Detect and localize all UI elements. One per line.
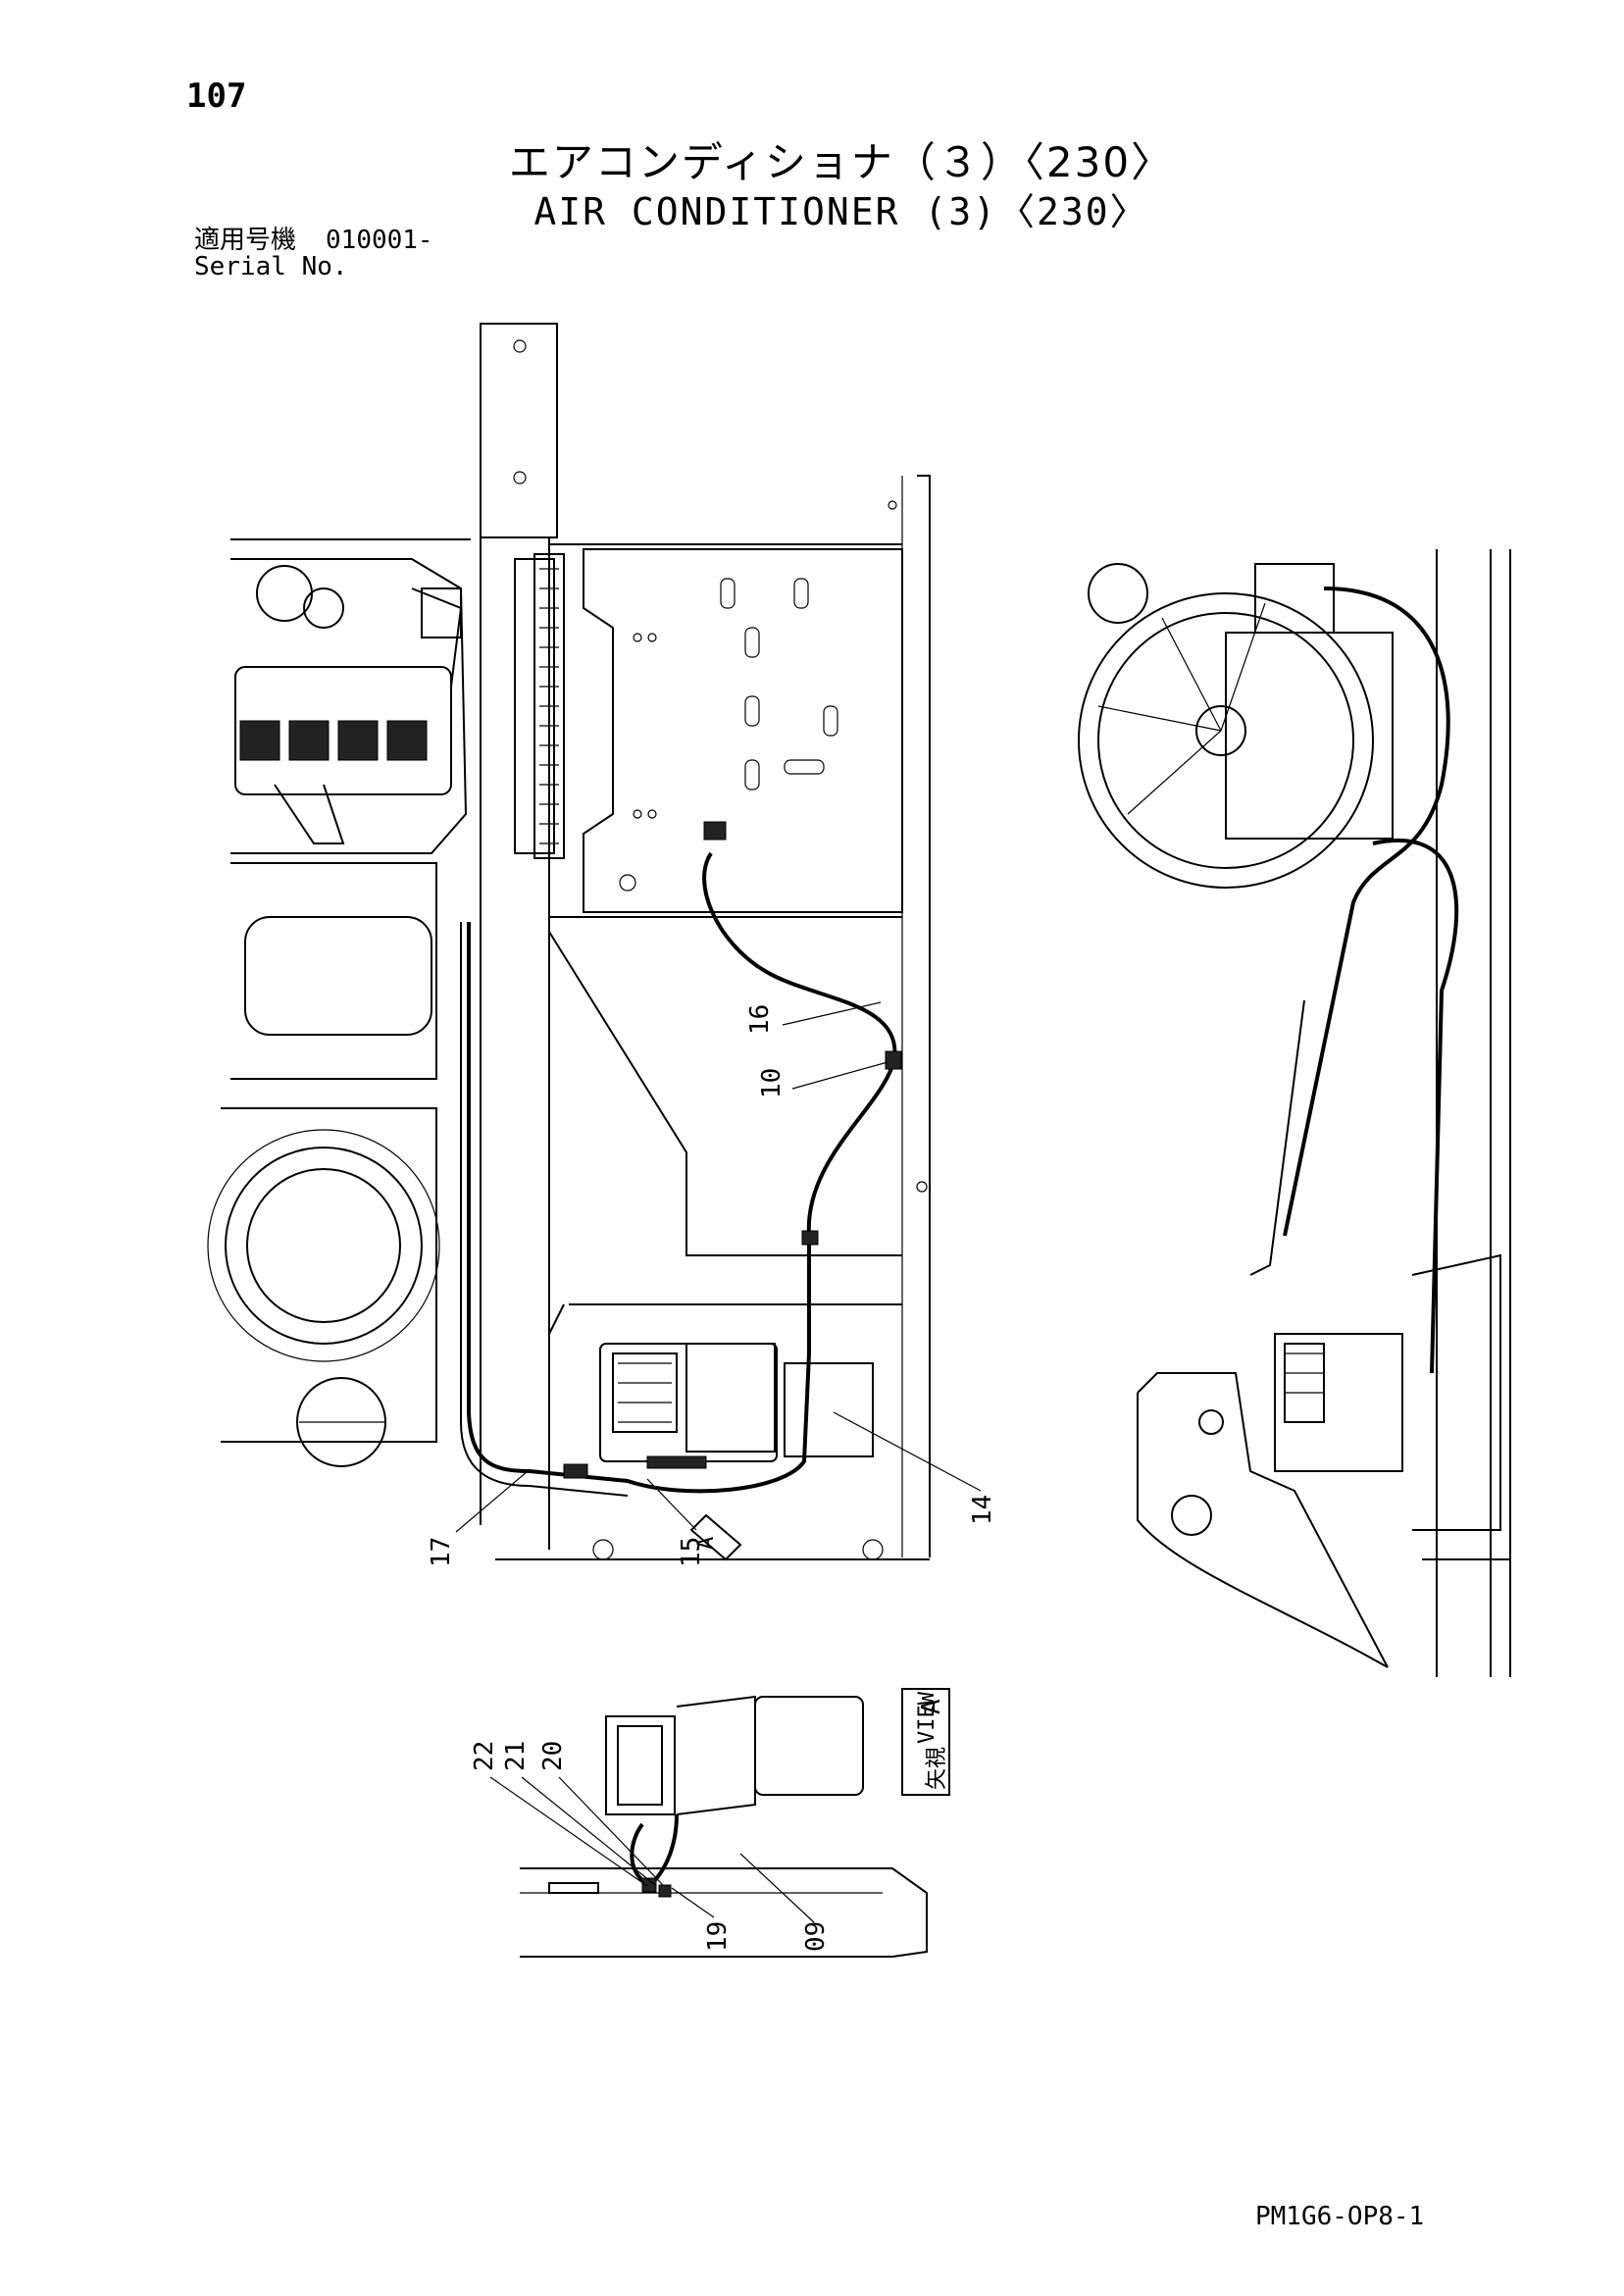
leader-16 [782,1001,882,1026]
leader-10 [791,1061,888,1090]
callout-21: 21 [501,1741,531,1771]
leader-15 [646,1478,697,1531]
leader-17 [455,1470,529,1533]
callout-22: 22 [470,1741,499,1771]
callout-15: 15 [677,1537,706,1567]
title-english: AIR CONDITIONER (3)〈230〉 [533,190,1149,233]
view-arrow-letter: A [694,1537,719,1550]
figure-code: PM1G6-OP8-1 [1255,2202,1425,2231]
view-arrow [689,1513,742,1561]
callout-17: 17 [427,1537,456,1567]
callout-14: 14 [968,1495,997,1525]
radiator-cores [514,553,565,859]
view-box-word: VIEW [915,1691,939,1744]
callout-16: 16 [745,1004,775,1035]
page-number: 107 [186,77,247,116]
serial-block: 適用号機 010001- Serial No. [194,228,433,281]
main-top-view: A 16 10 14 15 17 [207,323,997,1567]
lower-frame-plate [548,931,928,1560]
ac-hoses [460,821,902,1497]
air-conditioner-unit [599,1343,874,1469]
serial-label-en: Serial No. [194,252,348,281]
callout-10: 10 [757,1068,787,1098]
side-view [1078,549,1511,1677]
view-a-detail: 矢視 VIEW A 22 21 20 19 09 [470,1688,950,1958]
callout-19: 19 [703,1921,733,1952]
serial-value: 010001- [326,226,433,255]
callout-20: 20 [538,1741,568,1771]
title-japanese: エアコンディショナ（３）〈230〉 [508,138,1175,186]
engine-assembly [230,558,468,854]
serial-label-ja: 適用号機 [194,226,297,255]
view-box-letter: A [917,1699,946,1714]
cab-floor-plate [583,500,903,913]
callout-09: 09 [801,1921,831,1952]
swing-bearing [207,862,440,1467]
view-box-kanji: 矢視 [925,1747,949,1790]
leader-14 [833,1411,982,1492]
